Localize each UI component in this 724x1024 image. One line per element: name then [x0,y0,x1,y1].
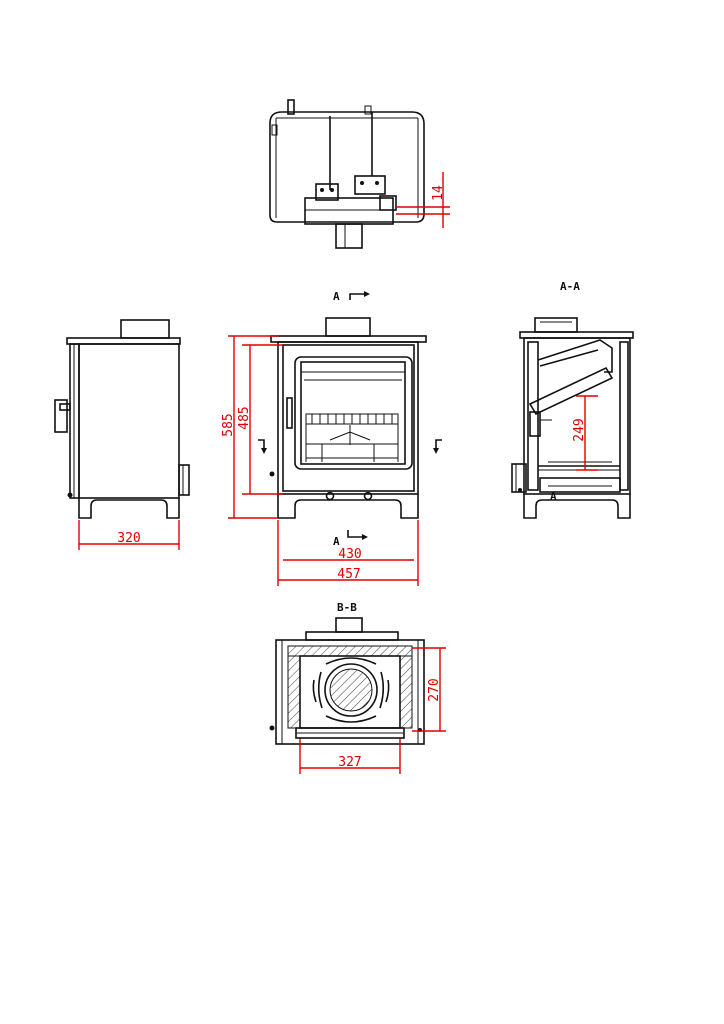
dim-457-label: 457 [337,567,360,582]
section-aa-view: A [511,317,634,519]
section-aa-title: A-A [560,280,580,293]
section-bb-view [269,617,425,745]
section-marker-b-left [258,439,275,477]
door-height-dimension: 485 [237,344,283,495]
svg-text:A: A [333,535,340,548]
section-marker-a-bottom: A [333,530,368,548]
svg-text:A: A [333,290,340,303]
depth-dimension: 320 [78,520,180,550]
dim-485-label: 485 [237,406,252,429]
dim-430-label: 430 [338,547,361,562]
dim-14-label: 14 [431,185,446,201]
dim-327-label: 327 [338,755,361,770]
side-view [54,319,190,519]
firebox-width-dimension: 327 [299,740,401,774]
overall-height-dimension: 585 [221,335,278,519]
width-dimensions: 430 457 [277,520,419,586]
dim-270-label: 270 [427,678,442,701]
firebox-depth-dimension: 270 [412,647,446,732]
section-marker-b-right [433,439,442,454]
top-offset-dimension: 14 [396,172,450,228]
dim-320-label: 320 [117,531,140,546]
front-view [270,317,427,519]
grate-bars [311,414,393,424]
top-plan-view [269,99,425,249]
dim-585-label: 585 [221,413,236,436]
section-bb-title: B-B [337,601,357,614]
section-marker-a-top: A [333,290,370,303]
dim-249-label: 249 [572,418,587,441]
svg-text:A: A [550,490,557,503]
grate-height-dimension: 249 [572,395,598,471]
